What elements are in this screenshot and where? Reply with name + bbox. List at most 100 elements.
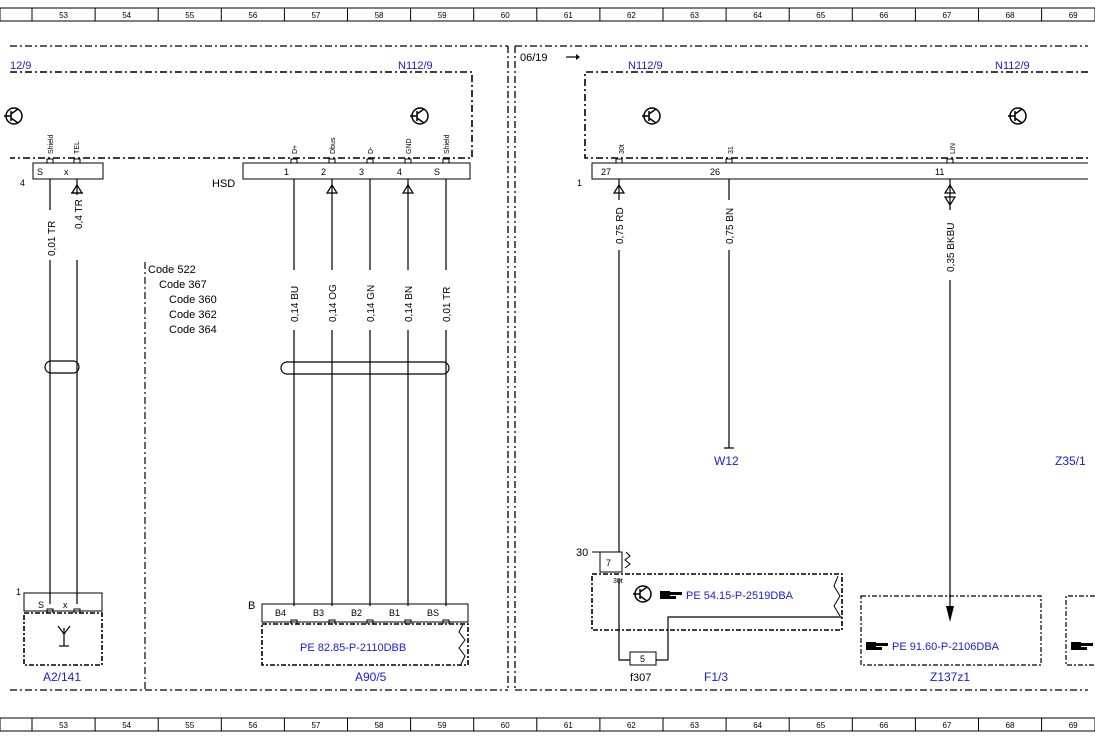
pin-label: 27 xyxy=(601,167,611,177)
pin-label: 11 xyxy=(935,167,944,177)
pin-label: 7 xyxy=(606,558,611,568)
ruler-number: 53 xyxy=(59,11,68,20)
wire-label: 0,75 RD xyxy=(615,207,626,244)
pe-link-54-15[interactable]: PE 54.15-P-2519DBA xyxy=(686,590,794,602)
ruler-number: 68 xyxy=(1006,11,1015,20)
fuse-id: f307 xyxy=(630,672,651,684)
pointing-hand-icon xyxy=(660,591,682,599)
ruler-number: 55 xyxy=(185,11,194,20)
signal-label: LIN xyxy=(950,143,957,154)
ruler-number: 60 xyxy=(501,721,510,730)
ref-label-n112-right-a[interactable]: N112/9 xyxy=(628,60,663,72)
n112-module-right: N112/9 N112/9 xyxy=(584,60,1088,159)
right-panel-frame xyxy=(514,45,1088,691)
code-label: Code 364 xyxy=(169,324,217,336)
pin-label: 1 xyxy=(284,167,289,177)
wire-label: 0,4 TR xyxy=(74,199,85,229)
ref-label-n112-left[interactable]: N112/9 xyxy=(398,60,433,72)
date-reference: 06/19 xyxy=(520,52,548,64)
code-label: Code 362 xyxy=(169,309,217,321)
pin-label: 4 xyxy=(397,167,402,177)
ruler-number: 62 xyxy=(627,11,636,20)
wire-label: 0,01 TR xyxy=(47,221,58,256)
pin-label: 2 xyxy=(321,167,326,177)
arrow-down-icon xyxy=(946,606,954,622)
wire-label: 0,14 BN xyxy=(404,286,415,322)
code-list: Code 522 Code 367 Code 360 Code 362 Code… xyxy=(148,264,217,336)
pin-markers xyxy=(46,158,954,624)
ruler-number: 69 xyxy=(1069,721,1078,730)
hsd-component: B B4 B3 B2 B1 BS PE 82.85-P-2110DBB A90/… xyxy=(248,600,469,684)
ruler-number: 59 xyxy=(438,11,447,20)
ruler-number: 64 xyxy=(753,721,762,730)
ref-label-n112-right-b[interactable]: N112/9 xyxy=(995,60,1030,72)
partial-component-right xyxy=(1065,595,1095,666)
ground-label-w12[interactable]: W12 xyxy=(714,454,739,468)
connector-4: 4 S x Shield TEL xyxy=(20,134,104,188)
pe-link-91-60[interactable]: PE 91.60-P-2106DBA xyxy=(892,641,1000,653)
ruler-number: 53 xyxy=(59,721,68,730)
signal-label: 30t xyxy=(619,144,626,154)
wire-break-icon xyxy=(458,623,466,665)
component-label-a90-5[interactable]: A90/5 xyxy=(355,670,387,684)
pointing-hand-icon xyxy=(866,642,888,650)
pin-label: S xyxy=(38,600,44,610)
pin-label: BS xyxy=(427,608,439,618)
code-label: Code 522 xyxy=(148,264,196,276)
connector-right-1: 1 27 26 11 30t 31 LIN xyxy=(577,143,1088,188)
pin-label: x xyxy=(63,600,68,610)
ruler-number: 61 xyxy=(564,721,573,730)
transistor-icon xyxy=(4,107,23,125)
ref-label-left[interactable]: 12/9 xyxy=(10,60,31,72)
pe-link-82-85[interactable]: PE 82.85-P-2110DBB xyxy=(300,642,406,654)
ruler-number: 64 xyxy=(753,11,762,20)
signal-label: Shield xyxy=(444,134,451,154)
connector-hsd: HSD 1 2 3 4 S D+ Dbus D- GND Shield xyxy=(212,134,471,190)
component-label-z137z1[interactable]: Z137z1 xyxy=(930,670,970,684)
ruler-number: 59 xyxy=(438,721,447,730)
fuse-component: 30 7 30t PE 54.15-P-2519DBA 5 f307 F1/3 xyxy=(576,547,843,684)
component-label-f1-3[interactable]: F1/3 xyxy=(704,670,728,684)
ruler-number: 63 xyxy=(690,11,699,20)
signal-label: D- xyxy=(368,146,375,154)
ruler-number: 68 xyxy=(1006,721,1015,730)
terminal-label: 30 xyxy=(576,547,588,559)
connector-number: 1 xyxy=(16,587,21,597)
signal-label: D+ xyxy=(292,145,299,154)
ruler-number: 60 xyxy=(501,11,510,20)
transistor-icon xyxy=(1008,107,1027,125)
connector-number: 4 xyxy=(20,178,25,188)
pin-label: S xyxy=(37,167,43,177)
ruler-number: 58 xyxy=(375,11,384,20)
antenna-icon xyxy=(57,625,71,647)
shield-loop xyxy=(44,360,80,374)
ruler-number: 57 xyxy=(311,11,320,20)
wires-hsd xyxy=(293,179,447,606)
component-label-z35[interactable]: Z35/1 xyxy=(1055,454,1086,468)
pin-label: S xyxy=(434,167,440,177)
code-label: Code 367 xyxy=(159,279,207,291)
signal-label: Dbus xyxy=(330,137,337,154)
wire-label: 0,75 BN xyxy=(725,208,736,244)
wire-label: 0,01 TR xyxy=(442,287,453,322)
wire-label: 0,14 GN xyxy=(366,285,377,322)
wire-label: 0,14 BU xyxy=(290,286,301,322)
transistor-icon xyxy=(633,585,652,603)
ruler-number: 61 xyxy=(564,11,573,20)
pin-label: 26 xyxy=(710,167,720,177)
ruler-number: 56 xyxy=(248,11,257,20)
pin-label: B4 xyxy=(275,608,286,618)
pin-label: B2 xyxy=(351,608,362,618)
component-label-a2-141[interactable]: A2/141 xyxy=(43,670,81,684)
ruler-number: 63 xyxy=(690,721,699,730)
shield-loop xyxy=(280,361,450,375)
ruler-number: 69 xyxy=(1069,11,1078,20)
ruler-number: 54 xyxy=(122,721,131,730)
fuse-number: 5 xyxy=(640,654,645,664)
ruler-number: 56 xyxy=(248,721,257,730)
ruler-number: 65 xyxy=(816,721,825,730)
n112-module-left: 12/9 N112/9 xyxy=(4,60,473,159)
wire-break-icon xyxy=(624,551,631,569)
